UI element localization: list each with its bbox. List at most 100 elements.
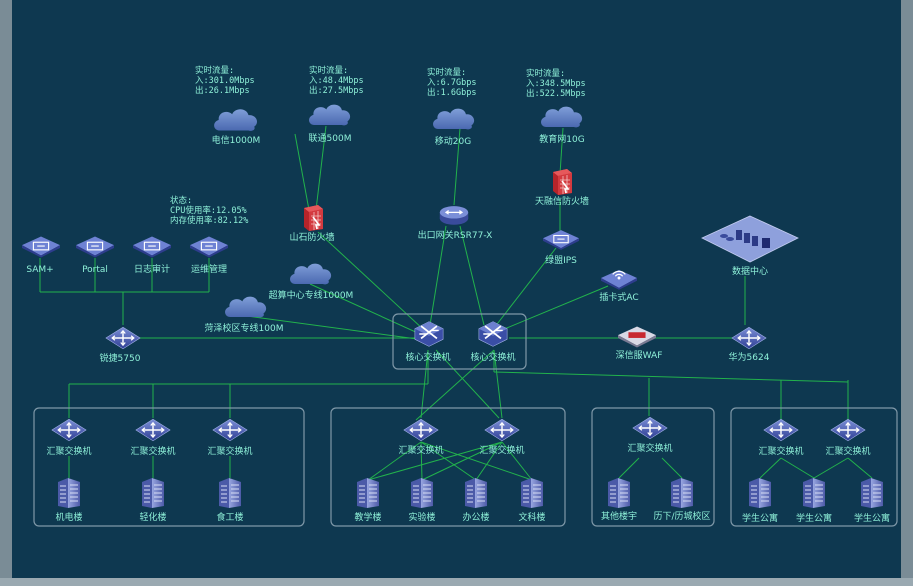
- building-icon: [802, 477, 826, 509]
- switch-icon: [212, 418, 248, 442]
- building-icon: [218, 477, 242, 509]
- cloud-mobile[interactable]: 移动20G: [433, 108, 475, 147]
- device-sam[interactable]: SAM+: [22, 236, 60, 275]
- ac-label: 插卡式AC: [599, 291, 638, 303]
- building-icon: [410, 477, 434, 509]
- building-icon: [860, 477, 884, 509]
- core-switch-2[interactable]: 核心交换机: [470, 320, 516, 363]
- switch-icon: [632, 416, 668, 440]
- group-2: 汇聚交换机 汇聚交换机 教学楼 实验楼 办公楼 文科楼: [354, 418, 546, 523]
- core-switch-1[interactable]: 核心交换机: [405, 320, 451, 363]
- device-nsfocus-ips[interactable]: 绿盟IPS: [543, 230, 579, 266]
- cloud-icon: [225, 296, 267, 318]
- waf-icon: [618, 326, 656, 348]
- ops-label: 运维管理: [191, 263, 227, 275]
- module-icon: [76, 236, 114, 258]
- agg-switch-label: 汇聚交换机: [398, 444, 443, 456]
- traffic-telecom: 实时流量: 入:301.0Mbps 出:26.1Mbps: [195, 65, 255, 96]
- building-label: 食工楼: [216, 511, 243, 523]
- ruijie-label: 锐捷5750: [100, 352, 141, 364]
- exit-gw-label: 出口网关RSR77-X: [418, 229, 493, 241]
- cloud-heze-label: 菏泽校区专线100M: [205, 322, 284, 334]
- device-portal[interactable]: Portal: [76, 236, 114, 275]
- group-frame-1: [33, 407, 305, 527]
- cloud-telecom-label: 电信1000M: [212, 134, 261, 146]
- agg-switch-label: 汇聚交换机: [207, 445, 252, 457]
- traffic-telecom-line: 实时流量:: [195, 65, 234, 76]
- switch-icon: [51, 418, 87, 442]
- building-label: 办公楼: [462, 511, 489, 523]
- device-sangfor-waf[interactable]: 深信服WAF: [616, 326, 663, 361]
- cloud-heze[interactable]: 菏泽校区专线100M: [205, 296, 284, 334]
- nsfocus-ips-label: 绿盟IPS: [545, 254, 577, 266]
- module-icon: [133, 236, 171, 258]
- switch-icon: [135, 418, 171, 442]
- device-ac[interactable]: 插卡式AC: [599, 269, 639, 303]
- traffic-mobile: 实时流量: 入:6.7Gbps 出:1.6Gbps: [427, 67, 476, 98]
- traffic-unicom-line: 出:27.5Mbps: [309, 85, 364, 96]
- building-icon: [356, 477, 380, 509]
- group-1: 汇聚交换机 汇聚交换机 汇聚交换机 机电楼 轻化楼 食工楼: [46, 418, 253, 523]
- status-line: 内存使用率:82.12%: [170, 215, 248, 226]
- traffic-edu: 实时流量: 入:348.5Mbps 出:522.5Mbps: [526, 68, 586, 99]
- cloud-unicom[interactable]: 联通500M: [309, 104, 352, 144]
- cloud-supercomp[interactable]: 超算中心专线1000M: [269, 263, 354, 301]
- device-ops[interactable]: 运维管理: [190, 236, 228, 275]
- building-label: 学生公寓: [742, 512, 778, 524]
- tianrongxin-fw-label: 天融信防火墙: [535, 195, 589, 207]
- building-label: 文科楼: [518, 511, 545, 523]
- traffic-mobile-line: 出:1.6Gbps: [427, 87, 476, 98]
- group-frame-2: [330, 407, 566, 527]
- traffic-edu-line: 入:348.5Mbps: [526, 79, 586, 89]
- switch-icon: [403, 418, 439, 442]
- device-datacenter[interactable]: 数据中心: [701, 215, 799, 277]
- firewall-icon: [552, 168, 573, 196]
- ips-icon: [543, 230, 579, 250]
- router-icon: [439, 205, 469, 226]
- sam-label: SAM+: [26, 265, 53, 275]
- device-shanshi-firewall[interactable]: 山石防火墙: [289, 204, 335, 243]
- switch-icon: [105, 326, 141, 350]
- building-label: 学生公寓: [854, 512, 890, 524]
- traffic-edu-line: 出:522.5Mbps: [526, 88, 586, 99]
- module-icon: [190, 236, 228, 258]
- agg-switch-label: 汇聚交换机: [479, 444, 524, 456]
- datacenter-label: 数据中心: [732, 265, 768, 277]
- device-exit-gateway[interactable]: 出口网关RSR77-X: [418, 205, 493, 241]
- building-label: 教学楼: [354, 511, 381, 523]
- switch-icon: [763, 418, 799, 442]
- device-ruijie-5750[interactable]: 锐捷5750: [100, 326, 141, 364]
- cloud-icon: [214, 109, 258, 131]
- bottom-bar: [0, 578, 913, 586]
- traffic-unicom-line: 入:48.4Mbps: [309, 76, 364, 86]
- building-icon: [57, 477, 81, 509]
- status-line: CPU使用率:12.05%: [170, 205, 247, 216]
- traffic-unicom: 实时流量: 入:48.4Mbps 出:27.5Mbps: [309, 65, 364, 96]
- status-line: 状态:: [170, 195, 192, 206]
- building-icon: [520, 477, 544, 509]
- traffic-telecom-line: 出:26.1Mbps: [195, 85, 250, 96]
- traffic-telecom-line: 入:301.0Mbps: [195, 76, 255, 86]
- topology-canvas: 实时流量: 入:301.0Mbps 出:26.1Mbps 实时流量: 入:48.…: [12, 0, 901, 578]
- cloud-icon: [433, 108, 475, 130]
- building-label: 其他楼宇: [601, 510, 637, 522]
- group-4: 汇聚交换机 汇聚交换机 学生公寓 学生公寓 学生公寓: [742, 418, 890, 524]
- agg-switch-label: 汇聚交换机: [825, 445, 870, 457]
- switch-icon: [830, 418, 866, 442]
- cloud-telecom[interactable]: 电信1000M: [212, 109, 261, 146]
- traffic-mobile-line: 入:6.7Gbps: [427, 78, 476, 88]
- huawei-label: 华为5624: [729, 351, 770, 363]
- core2-label: 核心交换机: [470, 351, 515, 363]
- cloud-icon: [541, 106, 583, 128]
- device-tianrongxin-firewall[interactable]: 天融信防火墙: [535, 168, 589, 207]
- building-icon: [670, 477, 694, 509]
- building-label: 机电楼: [55, 511, 82, 523]
- building-label: 历下/历城校区: [653, 510, 710, 522]
- module-icon: [22, 236, 60, 258]
- device-log-audit[interactable]: 日志审计: [133, 236, 171, 275]
- device-huawei-5624[interactable]: 华为5624: [729, 326, 770, 363]
- traffic-mobile-line: 实时流量:: [427, 67, 466, 78]
- cloud-edu[interactable]: 教育网10G: [539, 106, 585, 145]
- log-audit-label: 日志审计: [134, 263, 170, 275]
- switch-icon: [484, 418, 520, 442]
